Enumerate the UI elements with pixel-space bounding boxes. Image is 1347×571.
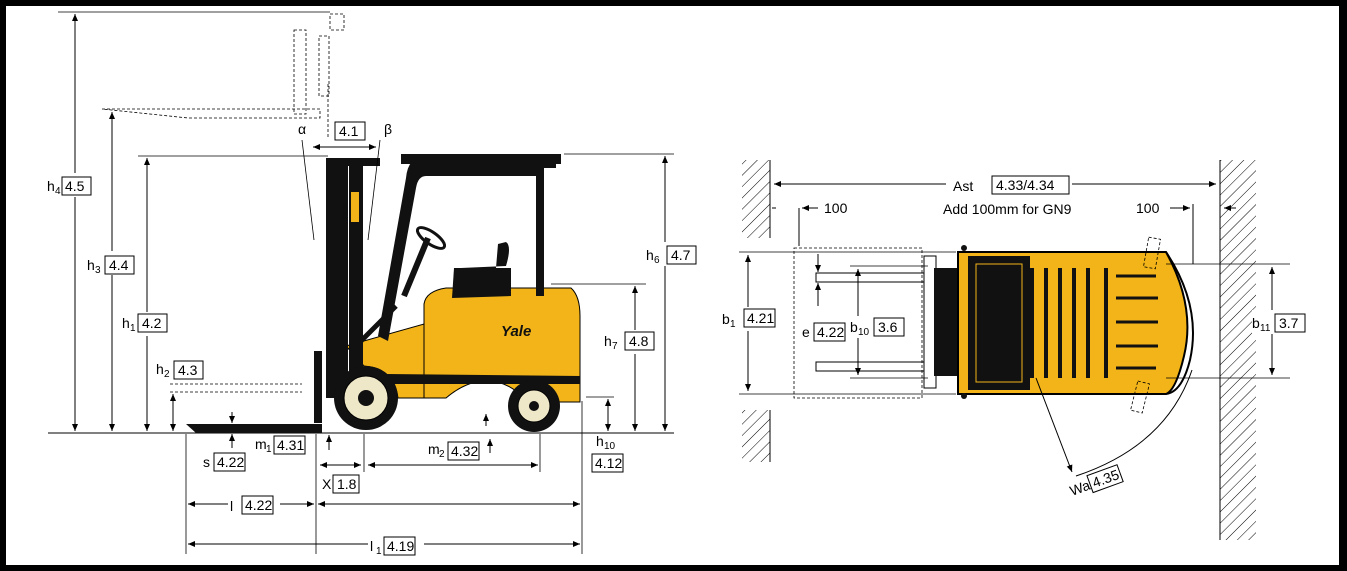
svg-text:1: 1: [376, 546, 382, 557]
svg-text:4.21: 4.21: [747, 310, 774, 326]
dim-h4: h 4 4.5: [46, 173, 92, 197]
svg-text:3.7: 3.7: [1279, 315, 1299, 331]
wall-right: [1220, 160, 1256, 540]
svg-text:h: h: [47, 178, 55, 194]
top-view: Ast 4.33/4.34 Add 100mm for GN9 100 100: [720, 160, 1314, 540]
dim-l: l 4.22: [228, 494, 280, 516]
pallet-outline: [793, 247, 923, 399]
dim-h7: h 7 4.8: [602, 330, 660, 354]
svg-text:Ast: Ast: [953, 178, 973, 194]
mast-brand-logo: Yale: [340, 203, 350, 221]
svg-text:h: h: [604, 333, 612, 349]
dimension-drawing: Yale Yale h 4 4.5 h 3 4.4 h 1: [46, 11, 1314, 557]
svg-text:4.22: 4.22: [817, 324, 844, 340]
svg-text:4.31: 4.31: [277, 437, 304, 453]
dim-b10: b 10 3.6: [846, 316, 916, 338]
forklift-side: Yale Yale: [186, 154, 581, 433]
dim-m2: m 2 4.32: [428, 441, 480, 461]
svg-text:4.2: 4.2: [142, 315, 162, 331]
left-clearance: 100: [824, 200, 848, 216]
svg-text:10: 10: [604, 441, 616, 452]
svg-text:m: m: [255, 436, 267, 452]
svg-text:4.22: 4.22: [245, 497, 272, 513]
dim-h1: h 1 4.2: [118, 312, 178, 336]
dim-s: s 4.22: [203, 452, 246, 472]
svg-text:4: 4: [55, 186, 61, 197]
dim-tilt: α β 4.1: [298, 121, 392, 241]
svg-text:b: b: [722, 311, 730, 327]
fork-right: [815, 361, 925, 372]
dim-h6: h 6 4.7: [644, 242, 702, 266]
fork-left: [815, 272, 925, 283]
extended-mast-outline: [101, 13, 345, 138]
dim-b1: b 1 4.21: [720, 307, 784, 331]
svg-text:e: e: [802, 324, 810, 340]
svg-text:4.3: 4.3: [178, 362, 198, 378]
dim-b11: b 11 3.7: [1252, 310, 1314, 334]
dim-wa: Wa 4.35: [1068, 464, 1124, 499]
svg-text:4.7: 4.7: [671, 247, 691, 263]
svg-text:h: h: [596, 433, 604, 449]
svg-text:10: 10: [858, 327, 870, 338]
svg-text:2: 2: [439, 449, 445, 460]
dim-h3: h 3 4.4: [86, 251, 138, 276]
wall-left-top: [742, 160, 770, 238]
svg-text:4.12: 4.12: [595, 455, 622, 471]
svg-text:h: h: [156, 361, 164, 377]
wall-left-bottom: [742, 410, 770, 462]
brand-logo: Yale: [501, 323, 531, 340]
svg-text:α: α: [298, 121, 306, 137]
svg-text:b: b: [850, 319, 858, 335]
svg-text:1: 1: [730, 319, 736, 330]
svg-text:4.22: 4.22: [217, 454, 244, 470]
dim-x: X 1.8: [322, 474, 360, 494]
svg-text:6: 6: [654, 255, 660, 266]
right-clearance: 100: [1136, 200, 1160, 216]
svg-text:Wa: Wa: [1068, 477, 1093, 499]
svg-text:m: m: [428, 441, 440, 457]
svg-text:4.19: 4.19: [387, 538, 414, 554]
svg-text:4.4: 4.4: [109, 257, 129, 273]
svg-text:4.33/4.34: 4.33/4.34: [996, 177, 1055, 193]
svg-text:l: l: [370, 538, 373, 554]
forklift-top: [923, 236, 1194, 414]
drawing-frame: Yale Yale h 4 4.5 h 3 4.4 h 1: [6, 6, 1339, 565]
svg-text:3.6: 3.6: [878, 319, 898, 335]
svg-text:4.32: 4.32: [451, 443, 478, 459]
svg-text:b: b: [1252, 315, 1260, 331]
svg-text:2: 2: [164, 369, 170, 380]
svg-text:7: 7: [612, 341, 618, 352]
dim-m1: m 1 4.31: [255, 435, 306, 455]
dim-h10: h 10 4.12: [591, 433, 624, 473]
svg-text:X: X: [322, 476, 332, 492]
svg-text:4.5: 4.5: [65, 178, 85, 194]
dim-l1: l 1 4.19: [368, 534, 424, 557]
side-view: Yale Yale h 4 4.5 h 3 4.4 h 1: [46, 11, 702, 557]
svg-text:β: β: [384, 121, 392, 137]
svg-text:1: 1: [266, 444, 272, 455]
svg-text:l: l: [230, 498, 233, 514]
svg-text:h: h: [87, 257, 95, 273]
svg-text:4.1: 4.1: [339, 123, 359, 139]
dim-e: e 4.22: [802, 322, 846, 342]
svg-text:11: 11: [1260, 323, 1271, 334]
svg-text:1: 1: [130, 323, 136, 334]
svg-text:h: h: [122, 315, 130, 331]
dim-ast: Ast 4.33/4.34 Add 100mm for GN9: [943, 174, 1072, 217]
svg-text:3: 3: [95, 265, 101, 276]
gn9-note: Add 100mm for GN9: [943, 201, 1072, 217]
svg-text:h: h: [646, 247, 654, 263]
svg-text:4.8: 4.8: [629, 333, 649, 349]
svg-text:1.8: 1.8: [337, 476, 357, 492]
svg-text:s: s: [203, 454, 210, 470]
dim-h2: h 2 4.3: [156, 360, 204, 380]
